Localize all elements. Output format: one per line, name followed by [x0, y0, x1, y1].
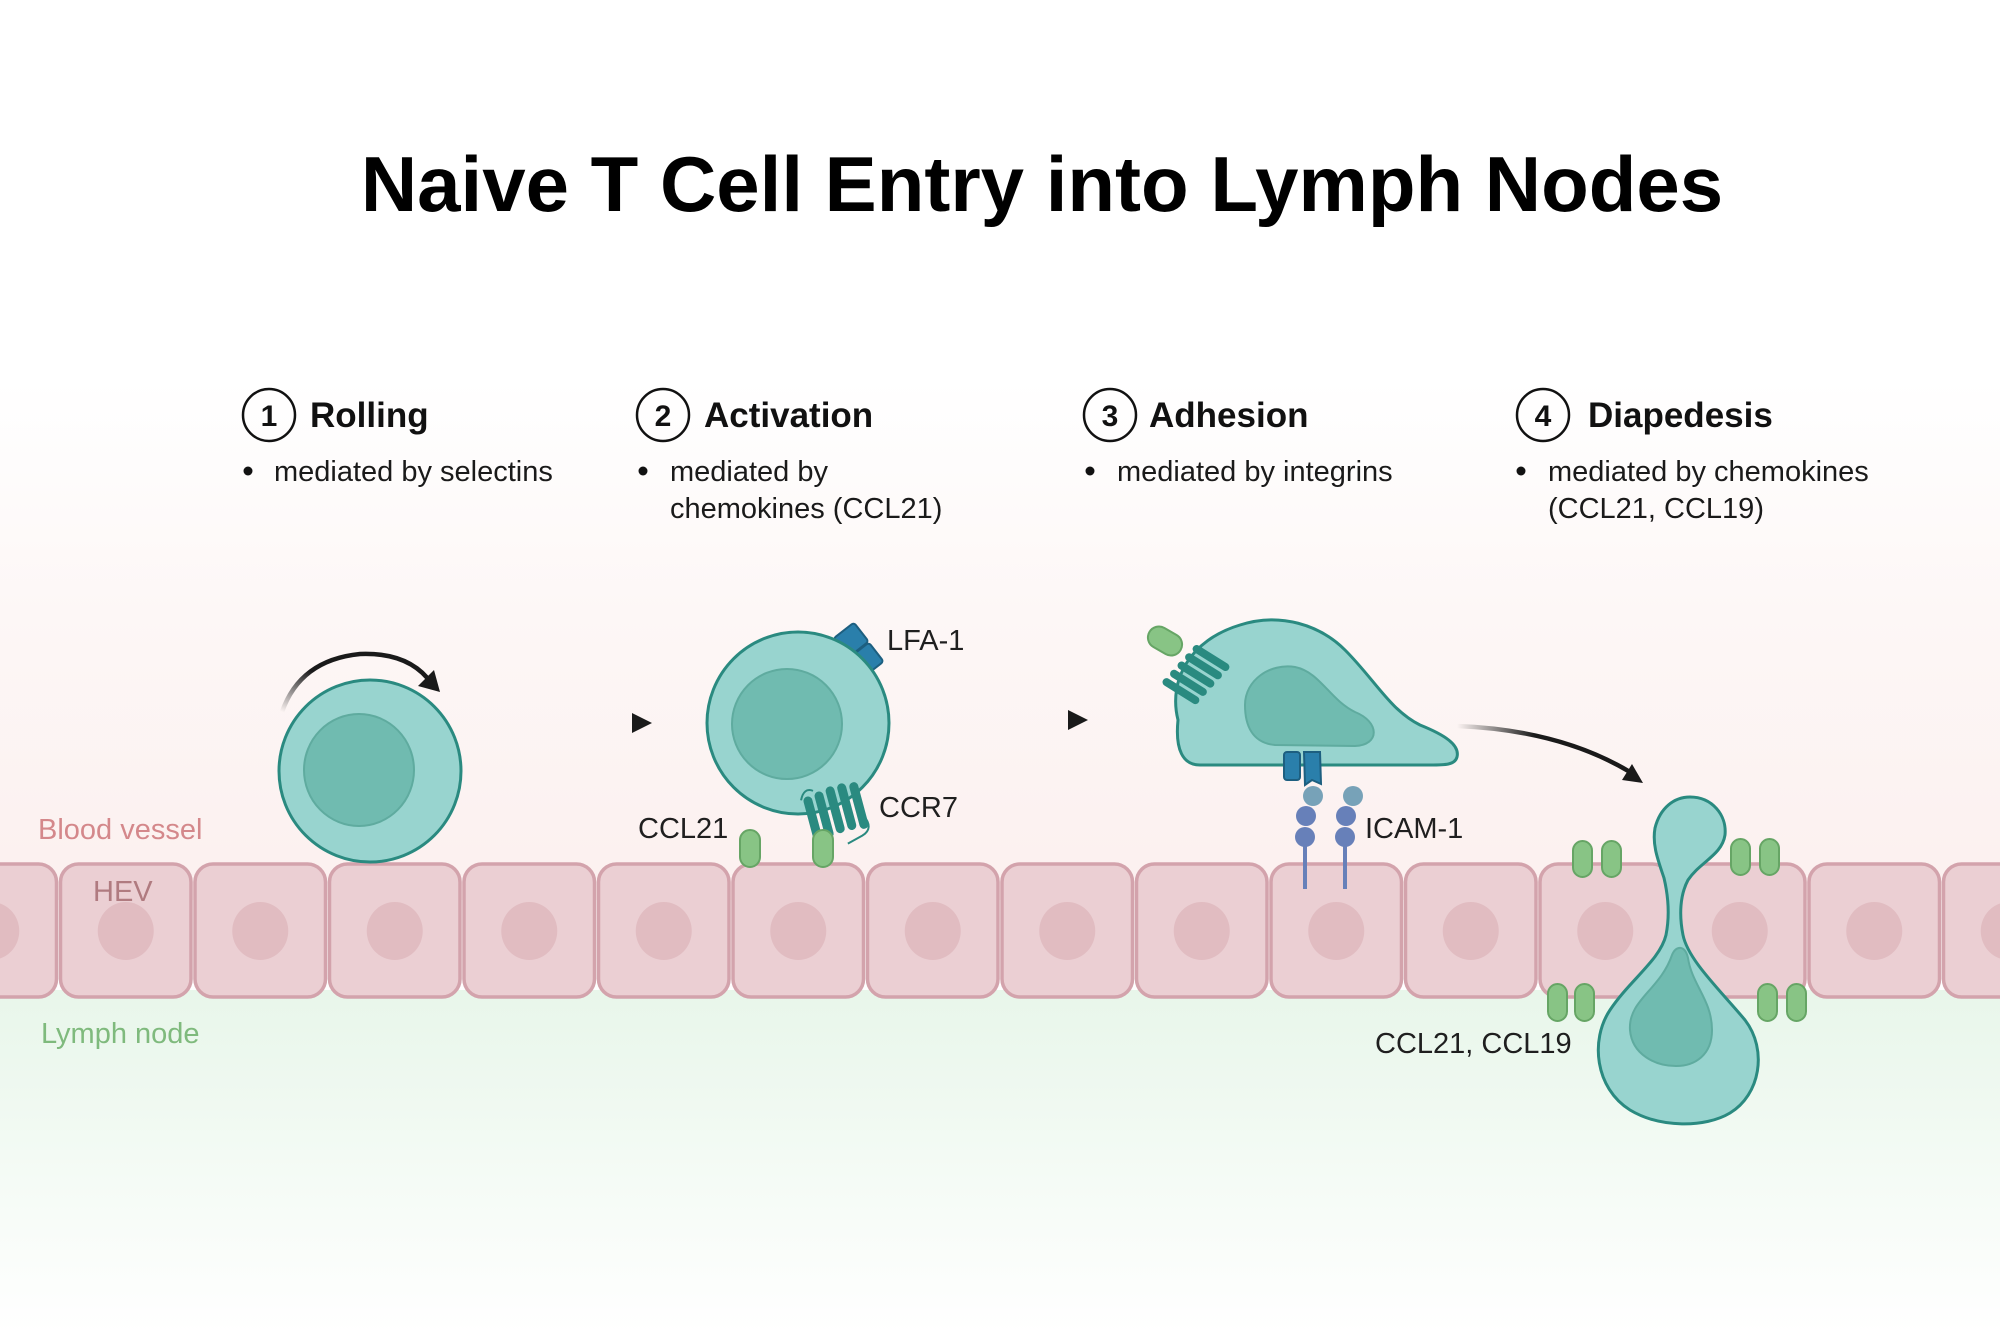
ccr7-label: CCR7 — [879, 792, 958, 824]
ccl21-ccl19-chemokines-luminal — [1572, 838, 1780, 878]
hev-cell-nucleus — [1039, 902, 1096, 960]
hev-cell-nucleus — [1308, 902, 1365, 960]
hev-cell-nucleus — [97, 902, 154, 960]
hev-cell-nucleus — [0, 903, 20, 959]
ccl21-chemokine — [739, 829, 834, 868]
step-number: 2 — [655, 400, 672, 433]
t-cell-nucleus — [731, 668, 843, 780]
lfa1-integrin-icon — [1283, 751, 1323, 787]
icam1-label: ICAM-1 — [1365, 813, 1463, 845]
ccl21-ccl19-chemokines-abluminal — [1547, 983, 1807, 1022]
step-number: 3 — [1102, 400, 1119, 433]
bullet-dot — [243, 466, 253, 476]
hev-cell-nucleus — [1577, 902, 1634, 960]
bound-chemokine — [1146, 625, 1184, 657]
step-title: Adhesion — [1149, 396, 1308, 435]
hev-endothelium — [0, 862, 2000, 999]
step-description-line-1: mediated by chemokines — [1548, 456, 1869, 488]
step-title: Diapedesis — [1588, 396, 1773, 435]
hev-cell-nucleus — [366, 902, 423, 960]
step-diapedesis: 4 Diapedesis mediated by chemokines (CCL… — [1515, 387, 1869, 525]
step-adhesion: 3 Adhesion mediated by integrins — [1082, 387, 1393, 488]
hev-endothelial-cell — [1941, 862, 2000, 999]
bullet-dot — [1085, 466, 1095, 476]
t-cell-nucleus — [1243, 665, 1375, 748]
ccl21-ccl19-label: CCL21, CCL19 — [1375, 1028, 1572, 1060]
step-description: mediated by integrins — [1117, 456, 1393, 488]
step-number: 4 — [1535, 400, 1552, 433]
rolling-t-cell — [277, 678, 463, 864]
step-activation: 2 Activation mediated by chemokines (CCL… — [635, 387, 942, 525]
hev-endothelial-cell — [0, 862, 59, 999]
step-description-line-2: (CCL21, CCL19) — [1548, 493, 1764, 525]
step-number-badge — [1082, 387, 1138, 443]
step-description-line-2: chemokines (CCL21) — [670, 493, 942, 525]
ccl21-label: CCL21 — [638, 813, 728, 845]
step-rolling: 1 Rolling mediated by selectins — [241, 387, 553, 488]
transmigrating-t-cell — [1596, 795, 1760, 1126]
arrow-right-icon — [944, 710, 1088, 730]
hev-label: HEV — [93, 876, 153, 908]
hev-cell-nucleus — [1846, 902, 1903, 960]
icam1-molecule — [1295, 786, 1363, 889]
hev-cell-nucleus — [1711, 902, 1768, 960]
rotation-arrow-icon — [279, 651, 440, 713]
hev-cell-nucleus — [904, 902, 961, 960]
ccr7-receptor-icon — [1162, 645, 1230, 705]
hev-cell-nucleus — [501, 902, 558, 960]
hev-cell-nucleus — [232, 902, 289, 960]
bullet-dot — [1516, 466, 1526, 476]
adherent-t-cell — [1146, 618, 1459, 787]
hev-cell-nucleus — [1442, 902, 1499, 960]
step-description-line-1: mediated by — [670, 456, 828, 488]
step-description: mediated by selectins — [274, 456, 553, 488]
step-number-badge — [241, 387, 297, 443]
lymph-node-label: Lymph node — [41, 1018, 200, 1050]
t-cell-nucleus — [1628, 946, 1714, 1068]
step-title: Rolling — [310, 396, 429, 435]
lfa1-label: LFA-1 — [887, 625, 964, 657]
step-number: 1 — [261, 400, 278, 433]
hev-cell-nucleus — [1980, 903, 2000, 959]
step-number-badge — [635, 387, 691, 443]
hev-cell-nucleus — [770, 902, 827, 960]
ccr7-receptor-icon — [800, 782, 870, 845]
blood-vessel-label: Blood vessel — [38, 814, 202, 846]
hev-cell-nucleus — [635, 902, 692, 960]
bullet-dot — [638, 466, 648, 476]
step-title: Activation — [704, 396, 873, 435]
arrow-right-icon — [497, 713, 652, 733]
arrow-curved-icon — [1456, 723, 1643, 783]
activated-t-cell — [705, 622, 891, 845]
page-title: Naive T Cell Entry into Lymph Nodes — [361, 140, 1723, 228]
hev-cell-nucleus — [1173, 902, 1230, 960]
t-cell-nucleus — [303, 713, 415, 827]
step-number-badge — [1515, 387, 1571, 443]
